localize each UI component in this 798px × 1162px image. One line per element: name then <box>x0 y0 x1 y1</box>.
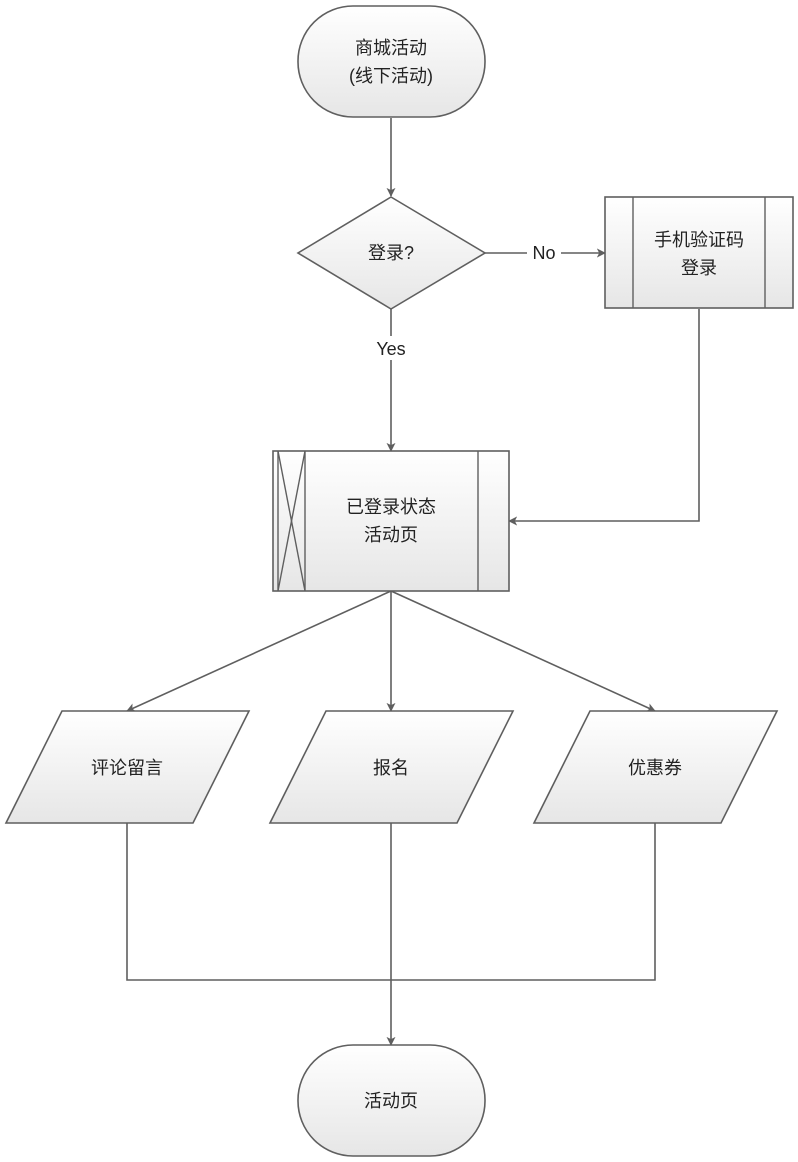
edge-label-no: No <box>532 243 555 263</box>
decision-diamond-shape <box>296 196 487 310</box>
comment-label: 评论留言 <box>91 758 163 778</box>
node-signup[interactable]: 报名 <box>268 710 515 824</box>
sms-login-process-shape <box>604 196 794 309</box>
end-terminator-shape <box>297 1044 486 1157</box>
signup-label: 报名 <box>373 758 409 778</box>
comment-parallelogram-shape <box>4 710 251 824</box>
sms-login-label-line2: 登录 <box>681 258 717 278</box>
signup-parallelogram-shape <box>268 710 515 824</box>
coupon-label: 优惠券 <box>628 758 682 778</box>
edge-coupon-to-merge <box>391 823 656 981</box>
node-comment[interactable]: 评论留言 <box>4 710 251 824</box>
start-terminator-shape <box>297 5 486 118</box>
edge-label-yes-bg <box>370 336 412 360</box>
node-start[interactable]: 商城活动 (线下活动) <box>297 5 486 118</box>
edge-comment-to-merge <box>126 823 391 981</box>
edge-sms-to-logged <box>508 309 700 526</box>
edge-label-no-bg <box>527 241 561 265</box>
logged-page-process-shape <box>272 450 510 592</box>
node-decision[interactable]: 登录? <box>296 196 487 310</box>
edge-label-yes: Yes <box>376 339 405 359</box>
decision-label: 登录? <box>368 243 414 263</box>
node-end[interactable]: 活动页 <box>297 1044 486 1157</box>
node-sms-login[interactable]: 手机验证码 登录 <box>604 196 794 309</box>
logged-page-cross-b <box>277 450 306 592</box>
node-coupon[interactable]: 优惠券 <box>532 710 779 824</box>
coupon-parallelogram-shape <box>532 710 779 824</box>
sms-login-label-line1: 手机验证码 <box>654 230 744 250</box>
start-label-line2: (线下活动) <box>349 66 433 86</box>
edge-logged-to-comment <box>126 590 392 712</box>
end-label: 活动页 <box>364 1091 418 1111</box>
start-label-line1: 商城活动 <box>355 38 427 58</box>
node-logged-page[interactable]: 已登录状态 活动页 <box>272 450 510 592</box>
edge-logged-to-coupon <box>390 590 656 712</box>
logged-page-label-line2: 活动页 <box>364 525 418 545</box>
logged-page-label-line1: 已登录状态 <box>346 497 436 517</box>
